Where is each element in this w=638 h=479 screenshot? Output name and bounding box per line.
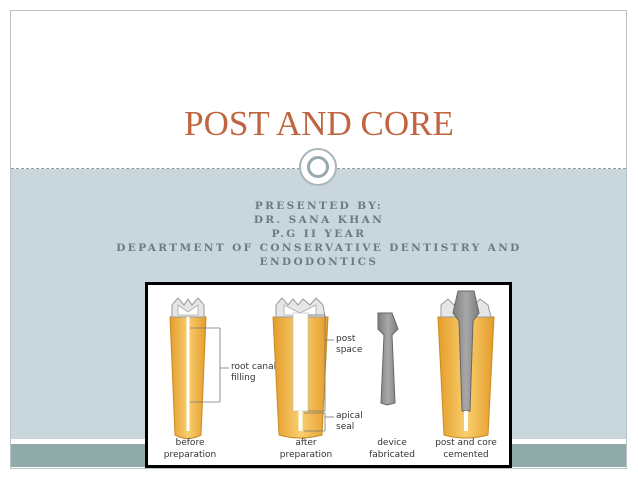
post-device-fabricated [377, 312, 399, 406]
post-and-core-figure: root canal filling post space [145, 282, 512, 468]
tooth-post-and-core-cemented [437, 290, 495, 439]
presenter-year: P.G II YEAR [271, 228, 367, 240]
apical-seal-label-2: seal [336, 422, 354, 432]
presenter-name: DR. SANA KHAN [253, 214, 385, 226]
slide-title: POST AND CORE [184, 104, 454, 143]
root-canal-filling-label-2: filling [231, 373, 256, 383]
stage-2-label-1: after [295, 438, 317, 448]
stage-1-label-2: preparation [164, 450, 216, 460]
stage-labels: before preparation after preparation dev… [164, 438, 497, 460]
stage-3-label-1: device [377, 438, 407, 448]
post-space-label-2: space [336, 345, 363, 355]
apical-seal-label-1: apical [336, 411, 363, 421]
callout-root-canal-filling: root canal filling [190, 327, 276, 403]
figure-illustration: root canal filling post space [164, 290, 497, 460]
slide-frame [10, 10, 627, 469]
circle-ornament-inner [307, 156, 329, 178]
tooth-after-preparation [272, 297, 329, 439]
post-space-label-1: post [336, 334, 356, 344]
title-panel [11, 11, 626, 168]
department-line-2: ENDODONTICS [259, 256, 379, 268]
root-canal-filling-label-1: root canal [231, 362, 276, 372]
callout-apical-seal: apical seal [304, 411, 363, 432]
circle-ornament-icon [299, 148, 337, 186]
stage-4-label-2: cemented [443, 450, 488, 460]
presenter-block: PRESENTED BY: DR. SANA KHAN P.G II YEAR … [0, 199, 638, 269]
department-line-1: DEPARTMENT OF CONSERVATIVE DENTISTRY AND [116, 242, 522, 254]
presented-by-line: PRESENTED BY: [254, 200, 384, 212]
stage-3-label-2: fabricated [369, 450, 415, 460]
callout-post-space: post space [308, 314, 363, 412]
tooth-before-preparation [169, 297, 207, 439]
stage-4-label-1: post and core [435, 438, 497, 448]
stage-2-label-2: preparation [280, 450, 332, 460]
stage-1-label-1: before [176, 438, 205, 448]
